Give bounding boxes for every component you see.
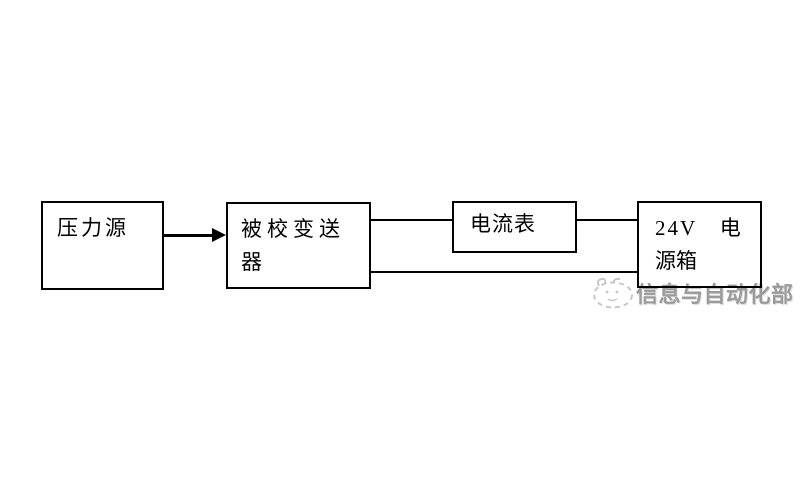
sketch-mascot-logo-icon bbox=[593, 277, 633, 309]
power-supply-label-line2: 源箱 bbox=[655, 249, 697, 273]
transmitter-label-line2: 器 bbox=[241, 250, 262, 274]
ammeter-label: 电流表 bbox=[470, 212, 536, 236]
ammeter-box: 电流表 bbox=[452, 201, 577, 253]
connector-transmitter-to-ammeter bbox=[371, 219, 454, 221]
power-supply-box: 24V 电 源箱 bbox=[637, 201, 762, 288]
arrow-shaft bbox=[164, 234, 214, 237]
power-supply-label-line1: 24V 电 bbox=[655, 216, 743, 240]
transmitter-label-line1: 被校变送 bbox=[241, 217, 345, 241]
arrow-head-icon bbox=[212, 228, 226, 242]
connector-transmitter-to-power-supply bbox=[371, 271, 639, 273]
pressure-source-box: 压力源 bbox=[41, 201, 164, 290]
pressure-source-label: 压力源 bbox=[57, 216, 129, 240]
transmitter-under-test-box: 被校变送 器 bbox=[226, 202, 371, 289]
connector-ammeter-to-power-supply bbox=[575, 219, 639, 221]
